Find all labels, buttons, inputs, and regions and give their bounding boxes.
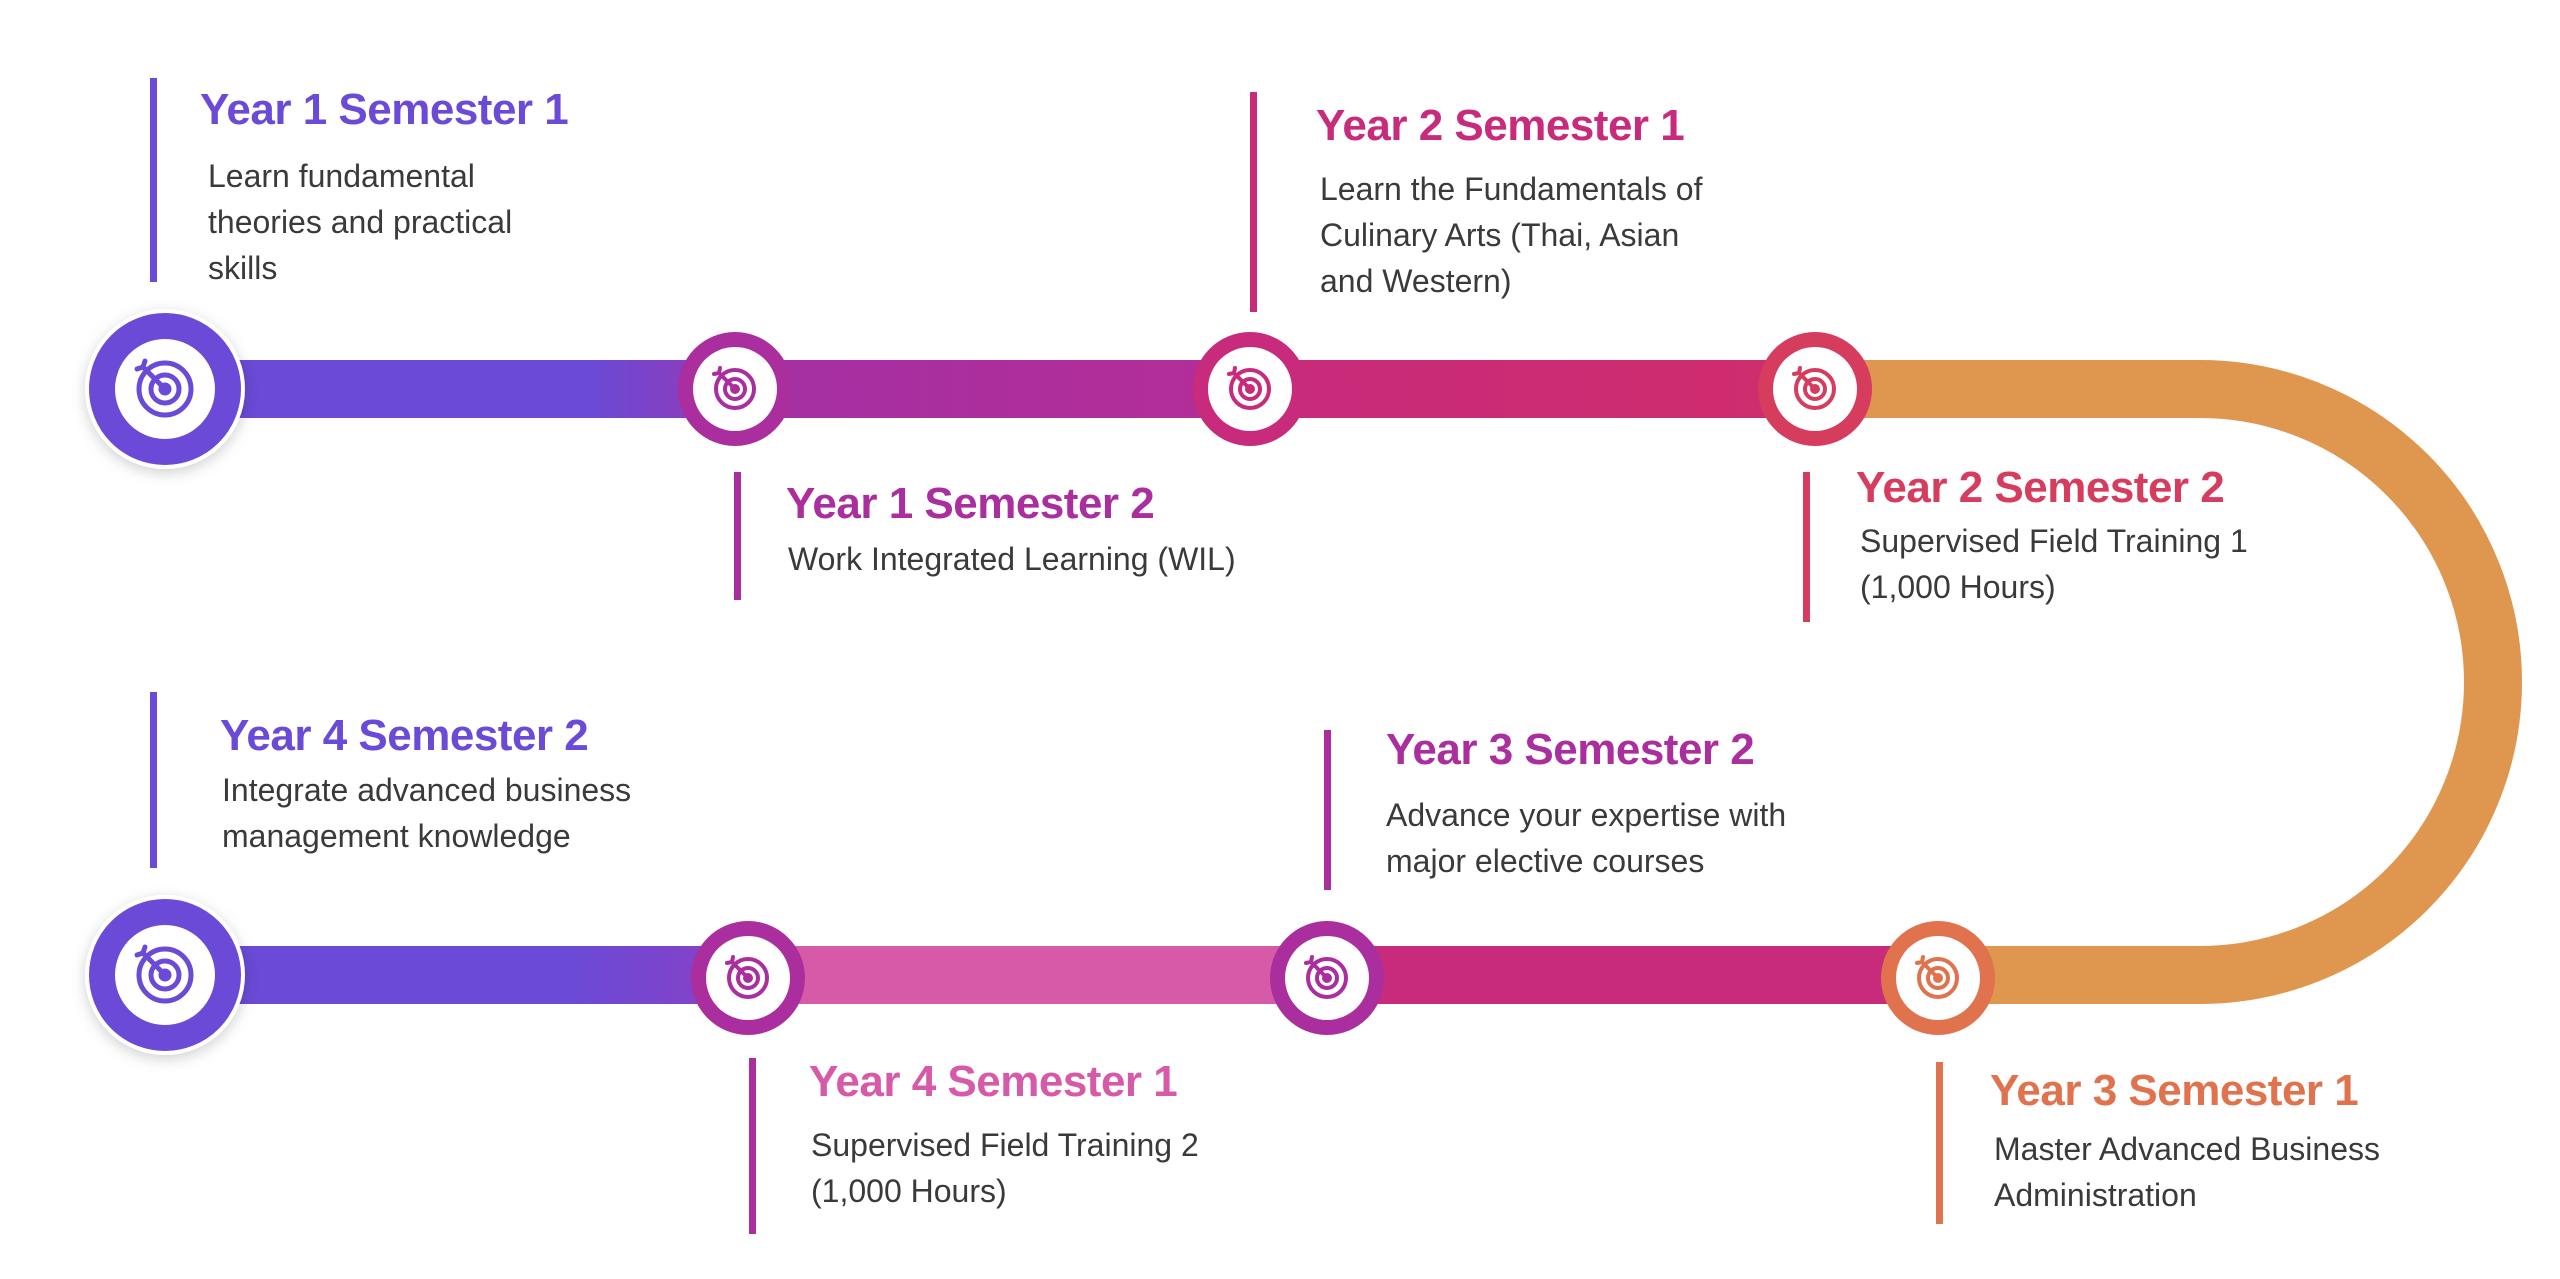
stage-title: Year 2 Semester 1 <box>1316 101 1685 150</box>
target-icon <box>1915 955 1959 999</box>
stage-description: Learn the Fundamentals of Culinary Arts … <box>1320 171 1703 299</box>
target-icon <box>1304 955 1348 999</box>
target-icon <box>134 358 194 418</box>
stage-title: Year 4 Semester 1 <box>809 1057 1178 1106</box>
stage-title: Year 4 Semester 2 <box>220 711 589 760</box>
track-segment-y1s1-y1s2 <box>160 360 735 418</box>
stage-description: Integrate advanced business management k… <box>222 772 632 854</box>
stage-title: Year 1 Semester 2 <box>786 479 1155 528</box>
stage-accent-bar <box>1803 472 1810 622</box>
milestone-marker-y2s1 <box>1193 332 1307 446</box>
stage-description: Supervised Field Training 2 (1,000 Hours… <box>811 1127 1199 1209</box>
stage-title: Year 3 Semester 1 <box>1990 1066 2359 1115</box>
target-icon <box>725 955 769 999</box>
stage-accent-bar <box>150 78 157 282</box>
target-icon <box>1227 366 1271 410</box>
target-icon <box>1792 366 1836 410</box>
track-segment-y3s2-y3s1 <box>1325 946 1935 1004</box>
track-curve <box>1810 360 2522 1004</box>
stage-accent-bar <box>1324 730 1331 890</box>
milestone-marker-y3s1 <box>1881 921 1995 1035</box>
stage-accent-bar <box>1250 92 1257 312</box>
stage-accent-bar <box>1936 1062 1943 1224</box>
stage-description: Advance your expertise with major electi… <box>1386 797 1787 879</box>
stage-title: Year 2 Semester 2 <box>1856 463 2225 512</box>
milestone-marker-y4s1 <box>691 921 805 1035</box>
stage-accent-bar <box>749 1058 756 1234</box>
track-segment-y4s2-y4s1 <box>160 946 745 1004</box>
stage-accent-bar <box>734 472 741 600</box>
milestone-marker-y1s2 <box>678 332 792 446</box>
track-segment-y4s1-y3s2 <box>745 946 1325 1004</box>
track-segment-y2s1-y2s2 <box>1250 360 1810 418</box>
stage-accent-bar <box>150 692 157 868</box>
stage-description: Master Advanced Business Administration <box>1994 1131 2380 1213</box>
stage-description: Learn fundamental theories and practical… <box>208 158 513 286</box>
stage-description: Supervised Field Training 1 (1,000 Hours… <box>1860 523 2248 605</box>
milestone-marker-y1s1 <box>85 309 245 469</box>
milestone-marker-y4s2 <box>85 895 245 1055</box>
track-segment-y1s2-y2s1 <box>735 360 1250 418</box>
stage-title: Year 3 Semester 2 <box>1386 725 1755 774</box>
target-icon <box>712 366 756 410</box>
stage-title: Year 1 Semester 1 <box>200 85 569 134</box>
milestone-marker-y3s2 <box>1270 921 1384 1035</box>
stage-description: Work Integrated Learning (WIL) <box>788 541 1236 577</box>
target-icon <box>134 944 194 1004</box>
milestone-marker-y2s2 <box>1758 332 1872 446</box>
